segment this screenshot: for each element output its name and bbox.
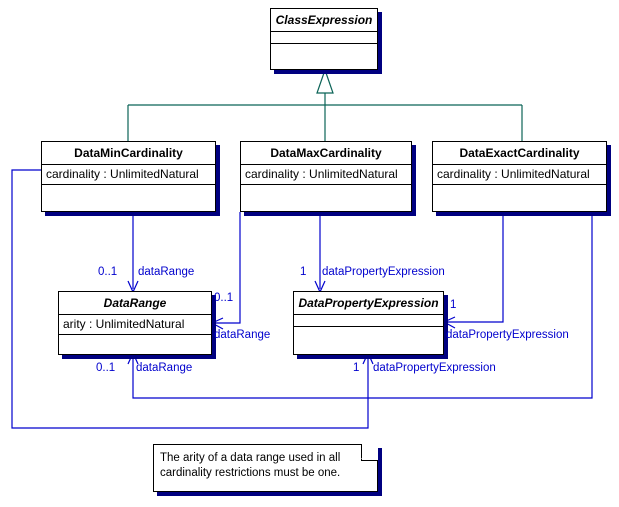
- assoc-exact-to-dpe: [443, 212, 504, 329]
- attribute-arity: arity : UnlimitedNatural: [63, 317, 185, 331]
- class-attributes-datapropertyexpression: [294, 315, 443, 327]
- attribute-cardinality: cardinality : UnlimitedNatural: [437, 167, 590, 181]
- class-box-dataminCardinality[interactable]: DataMinCardinality cardinality : Unlimit…: [41, 141, 216, 212]
- class-name-datapropertyexpression: DataPropertyExpression: [294, 292, 443, 315]
- class-attributes-dataexactcardinality: cardinality : UnlimitedNatural: [433, 165, 606, 185]
- label-exact-dpe-role: dataPropertyExpression: [446, 329, 569, 341]
- label-exact-range-role: dataRange: [136, 362, 193, 374]
- class-box-datarange[interactable]: DataRange arity : UnlimitedNatural: [58, 291, 212, 355]
- class-box-classexpression[interactable]: ClassExpression: [270, 8, 378, 70]
- class-name-datarange: DataRange: [59, 292, 211, 315]
- attribute-cardinality: cardinality : UnlimitedNatural: [46, 167, 199, 181]
- label-max-dpe-role: dataPropertyExpression: [322, 266, 445, 278]
- label-exact-range-multiplicity: 0..1: [96, 362, 116, 374]
- class-attributes-datarange: arity : UnlimitedNatural: [59, 315, 211, 335]
- class-name-datamaxcardinality: DataMaxCardinality: [241, 142, 411, 165]
- assoc-max-to-dpe: [314, 212, 326, 293]
- label-exact-dpe-multiplicity: 1: [450, 299, 457, 311]
- label-min-range-multiplicity: 0..1: [98, 266, 118, 278]
- class-operations-datamaxcardinality: [241, 185, 411, 254]
- label-min-range-role: dataRange: [138, 266, 195, 278]
- class-name-dataexactcardinality: DataExactCardinality: [433, 142, 606, 165]
- assoc-min-to-range: [127, 212, 139, 293]
- note-text: The arity of a data range used in all ca…: [154, 445, 377, 485]
- note-arity-constraint[interactable]: The arity of a data range used in all ca…: [153, 443, 378, 492]
- class-operations-classexpression: [271, 44, 377, 104]
- assoc-max-to-range: [211, 212, 241, 330]
- class-operations-datamincardinality: [42, 185, 215, 254]
- class-box-datamaxcardinality[interactable]: DataMaxCardinality cardinality : Unlimit…: [240, 141, 412, 212]
- class-name-datamincardinality: DataMinCardinality: [42, 142, 215, 165]
- class-attributes-datamincardinality: cardinality : UnlimitedNatural: [42, 165, 215, 185]
- attribute-cardinality: cardinality : UnlimitedNatural: [245, 167, 398, 181]
- generalization-classexpression: [127, 68, 523, 141]
- class-operations-dataexactcardinality: [433, 185, 606, 254]
- class-attributes-datamaxcardinality: cardinality : UnlimitedNatural: [241, 165, 411, 185]
- class-attributes-classexpression: [271, 32, 377, 44]
- class-name-classexpression: ClassExpression: [271, 9, 377, 32]
- note-line-1: The arity of a data range used in all: [160, 452, 341, 464]
- label-max-dpe-multiplicity: 1: [300, 266, 307, 278]
- note-fold-corner: [361, 443, 378, 461]
- class-operations-datapropertyexpression: [294, 327, 443, 389]
- class-box-dataexactcardinality[interactable]: DataExactCardinality cardinality : Unlim…: [432, 141, 607, 212]
- class-box-datapropertyexpression[interactable]: DataPropertyExpression: [293, 291, 444, 355]
- label-min-dpe-role: dataPropertyExpression: [373, 362, 496, 374]
- label-min-dpe-multiplicity: 1: [353, 362, 360, 374]
- label-max-range-role: dataRange: [214, 329, 271, 341]
- label-max-range-multiplicity: 0..1: [214, 292, 234, 304]
- note-line-2: cardinality restrictions must be one.: [160, 467, 341, 479]
